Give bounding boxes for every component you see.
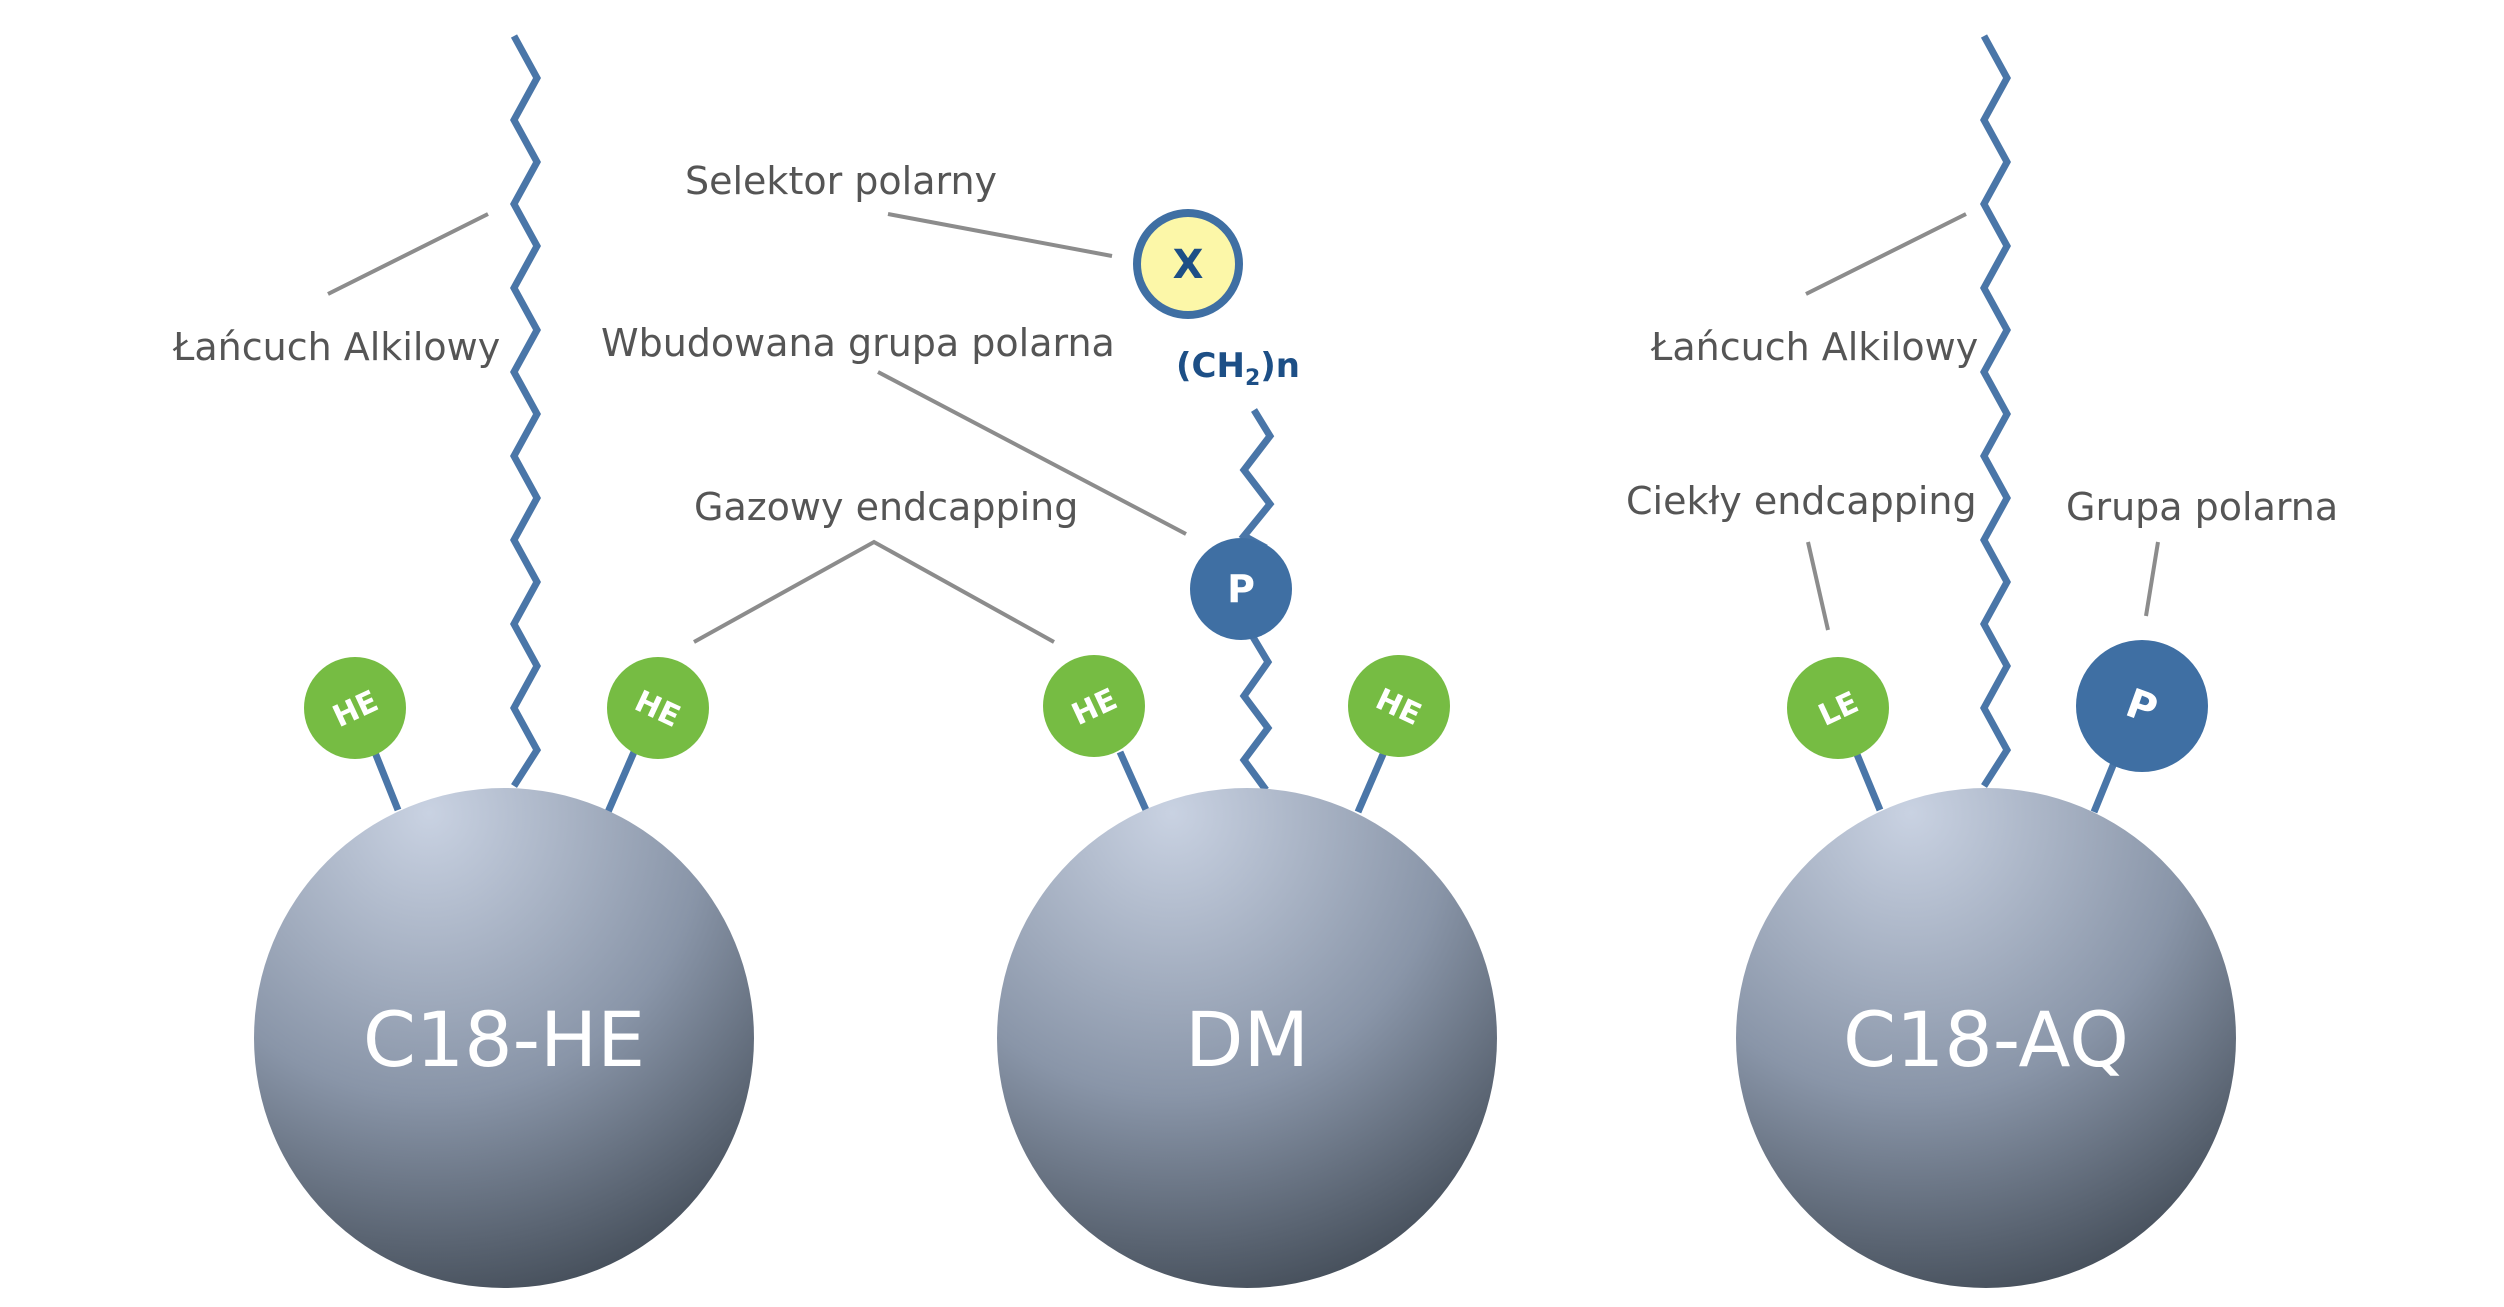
linker-label: (CH2)n (1176, 346, 1300, 391)
label-alkyl-chain: Łańcuch Alkilowy (172, 325, 500, 369)
linker-chain-lower (1239, 630, 1273, 793)
leader-alkyl-chain (1805, 212, 1967, 296)
he-group-right: HE (607, 657, 709, 759)
alkyl-chain (1980, 34, 2012, 788)
he-stem-right (1354, 750, 1388, 814)
particle-c18-aq: C18-AQ LE P Łańcuch Alkilowy Ciekły endc… (1626, 34, 2338, 1288)
linker-chain-upper (1238, 408, 1275, 552)
alkyl-chain (510, 34, 542, 788)
polar-stem (2090, 756, 2120, 814)
he-stem-right (604, 750, 638, 814)
label-embedded-polar: Wbudowana grupa polarna (601, 321, 1115, 365)
label-polar-selector: Selektor polarny (685, 159, 997, 203)
he-stem-left (370, 748, 402, 812)
he-group-left: HE (304, 657, 406, 759)
embedded-polar-group: P (1190, 538, 1292, 640)
leader-embedded-polar (877, 370, 1187, 536)
selector-label: X (1173, 242, 1204, 288)
le-group: LE (1787, 657, 1889, 759)
polar-group-label: P (1227, 567, 1255, 611)
polar-selector-group: X (1133, 209, 1243, 319)
silica-core (1736, 788, 2236, 1288)
polar-group: P (2076, 640, 2208, 772)
core-label: C18-AQ (1843, 995, 2129, 1084)
label-alkyl-chain: Łańcuch Alkilowy (1650, 325, 1978, 369)
he-group-right: HE (1348, 655, 1450, 757)
leader-polar-group (2144, 541, 2160, 617)
leader-polar-selector (887, 212, 1113, 258)
leader-alkyl-chain (327, 212, 489, 296)
label-liquid-endcapping: Ciekły endcapping (1626, 479, 1977, 523)
silica-core (254, 788, 754, 1288)
leader-gas-endcapping (693, 539, 1055, 644)
leader-liquid-endcapping (1806, 541, 1830, 631)
particle-dm: DM X (CH2)n P HE HE Selektor polarny Wbu… (601, 159, 1497, 1288)
label-gas-endcapping: Gazowy endcapping (694, 485, 1078, 529)
he-stem-left (1116, 750, 1150, 812)
core-label: C18-HE (363, 995, 645, 1084)
particle-c18-he: C18-HE HE HE Łańcuch Alkilowy (172, 34, 754, 1288)
le-stem (1852, 750, 1884, 812)
silica-core (997, 788, 1497, 1288)
label-polar-group: Grupa polarna (2066, 485, 2338, 529)
core-label: DM (1185, 995, 1309, 1084)
he-group-left: HE (1043, 655, 1145, 757)
